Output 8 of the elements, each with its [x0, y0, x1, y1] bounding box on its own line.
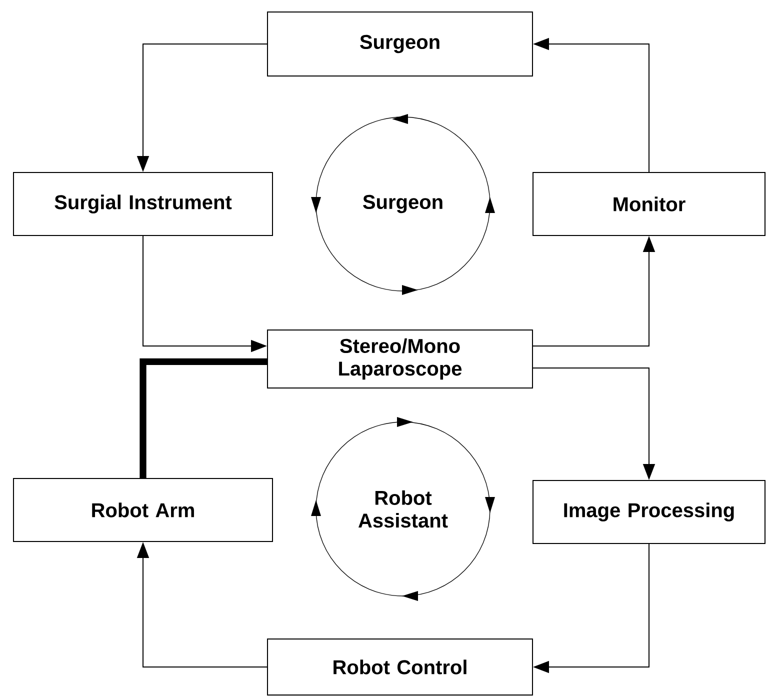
process-box: Stereo/Mono Laparoscope: [267, 330, 533, 388]
process-box: Monitor: [532, 172, 766, 236]
process-box: Surgial Instrument: [13, 172, 273, 236]
connector-line: [140, 358, 267, 478]
process-box: Surgeon: [267, 12, 533, 76]
process-box: Robot Arm: [13, 478, 273, 542]
process-box: Robot Control: [267, 638, 533, 696]
process-box: Image Processing: [532, 480, 766, 544]
